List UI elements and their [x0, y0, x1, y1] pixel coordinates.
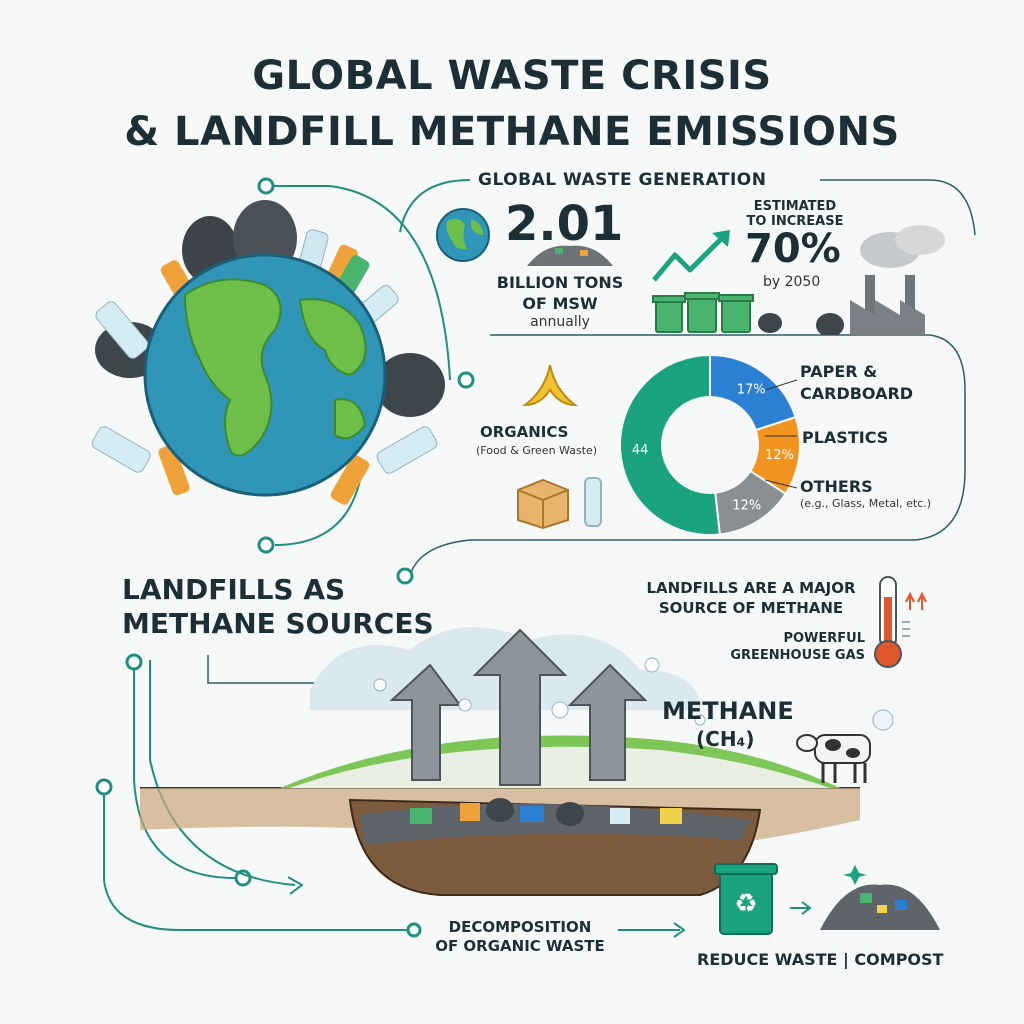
leader-lines: [765, 379, 798, 489]
decomp-line-2: OF ORGANIC WASTE: [435, 937, 605, 955]
page-title: GLOBAL WASTE CRISIS & LANDFILL METHANE E…: [0, 48, 1024, 160]
reduce-compost-text: REDUCE WASTE | COMPOST: [697, 950, 944, 969]
major-line-2: SOURCE OF METHANE: [658, 599, 844, 617]
paper-label-line-1: PAPER &: [800, 362, 878, 381]
major-line-1: LANDFILLS ARE A MAJOR: [646, 579, 856, 597]
plastics-slice-label: 12%: [765, 448, 794, 463]
paper-slice-label: 17%: [737, 382, 766, 397]
increase-year: by 2050: [763, 274, 821, 290]
organics-slice-label: 44: [632, 443, 649, 458]
cow-icon: [796, 709, 894, 783]
methane-label: METHANE (CH₄): [662, 697, 794, 753]
trash-bin-icon: [652, 292, 782, 333]
increase-line-1: ESTIMATED: [753, 199, 837, 214]
generation-heading: GLOBAL WASTE GENERATION: [478, 170, 767, 190]
paper-label-line-2: CARDBOARD: [800, 384, 914, 403]
decomp-line-1: DECOMPOSITION: [448, 918, 592, 936]
small-globe-icon: [436, 208, 490, 262]
others-sub: (e.g., Glass, Metal, etc.): [800, 497, 932, 510]
increase-caption: ESTIMATED TO INCREASE: [740, 199, 850, 229]
title-line-1: GLOBAL WASTE CRISIS: [252, 53, 772, 99]
ghg-line-1: POWERFUL: [783, 631, 865, 646]
increase-line-2: TO INCREASE: [746, 214, 844, 229]
decomposition-text: DECOMPOSITION OF ORGANIC WASTE: [420, 918, 620, 956]
waste-pile-icon: [527, 245, 613, 266]
others-label: OTHERS: [800, 477, 873, 496]
thermometer-icon: [874, 576, 927, 668]
landfill-illustration: [140, 627, 860, 896]
ghg-text: POWERFUL GREENHOUSE GAS: [720, 630, 865, 664]
svg-text:♻: ♻: [734, 889, 757, 919]
title-line-2: & LANDFILL METHANE EMISSIONS: [124, 109, 900, 155]
unit-line-3: annually: [530, 314, 590, 330]
landfill-heading-line-1: LANDFILLS AS: [122, 573, 346, 606]
landfill-heading-line-2: METHANE SOURCES: [122, 607, 434, 640]
banana-peel-icon: [521, 364, 579, 407]
unit-line-2: OF MSW: [522, 294, 598, 313]
methane-line-1: METHANE: [662, 697, 794, 725]
recycle-bin-icon: ♻: [714, 863, 778, 935]
sparkle-icon: [843, 865, 867, 885]
trend-arrow-icon: [652, 230, 730, 282]
compost-pile-icon: [820, 865, 940, 930]
plastic-bottle-icon: [584, 477, 602, 527]
unit-line-1: BILLION TONS: [496, 273, 624, 292]
plastics-label: PLASTICS: [802, 428, 889, 447]
increase-value: 70%: [745, 226, 841, 272]
landfill-heading: LANDFILLS AS METHANE SOURCES: [122, 573, 434, 641]
cardboard-box-icon: [517, 477, 602, 530]
organics-label: ORGANICS: [480, 423, 569, 441]
paper-label: PAPER & CARDBOARD: [800, 361, 913, 405]
others-slice-label: 12%: [732, 499, 761, 514]
generation-unit: BILLION TONS OF MSW annually: [495, 272, 625, 330]
methane-line-2: (CH₄): [696, 727, 755, 751]
generation-value: 2.01: [505, 196, 624, 252]
composition-donut-chart: 44 17% 12% 12%: [619, 353, 801, 536]
ghg-line-2: GREENHOUSE GAS: [730, 648, 865, 663]
globe-icon: [91, 200, 445, 505]
factory-icon: [816, 225, 945, 335]
major-source-text: LANDFILLS ARE A MAJOR SOURCE OF METHANE: [636, 578, 866, 618]
donut-labels: 44 17% 12% 12%: [632, 382, 794, 513]
organics-sub: (Food & Green Waste): [476, 444, 598, 457]
